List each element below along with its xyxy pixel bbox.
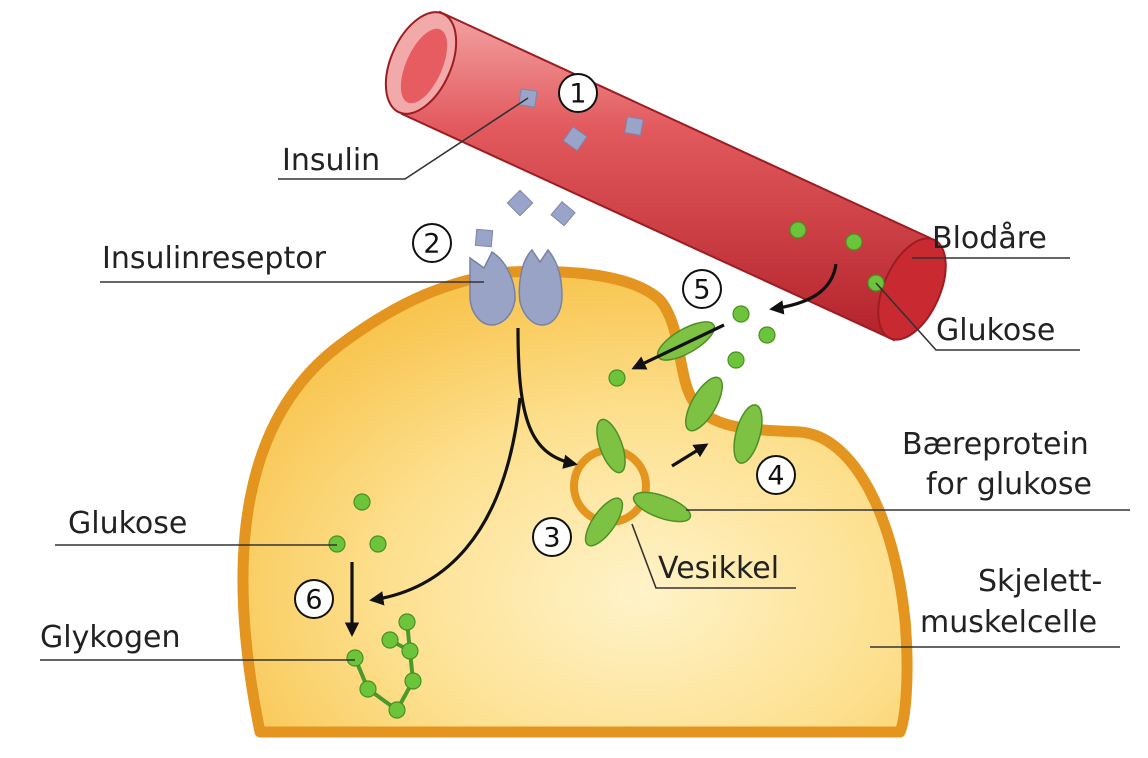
svg-text:4: 4 — [767, 461, 784, 492]
insulin-molecules — [474, 88, 644, 248]
label-skjelett-line2: muskelcelle — [920, 605, 1097, 640]
leader-lines — [40, 97, 1130, 661]
label-glukose-blood: Glukose — [936, 313, 1055, 348]
arrow-vessel-to-membrane — [769, 263, 838, 315]
carrier-proteins — [584, 321, 763, 547]
label-baereprotein-line1: Bæreprotein — [902, 427, 1089, 462]
arrow-glucose-into-cell — [631, 323, 725, 370]
process-arrows — [344, 263, 838, 637]
svg-text:3: 3 — [543, 523, 560, 554]
label-baereprotein-line2: for glukose — [926, 467, 1092, 502]
step-marker-4: 4 — [756, 455, 796, 495]
label-blodare: Blodåre — [932, 221, 1047, 256]
arrow-receptor-to-vesicle — [516, 327, 578, 469]
label-insulinreseptor: Insulinreseptor — [102, 241, 327, 276]
label-glukose-cell: Glukose — [68, 506, 187, 541]
svg-text:6: 6 — [305, 585, 322, 616]
svg-text:5: 5 — [693, 275, 710, 306]
step-marker-1: 1 — [558, 73, 598, 113]
step-marker-5: 5 — [682, 269, 722, 309]
glycogen-chain — [346, 613, 422, 719]
svg-text:1: 1 — [569, 79, 586, 110]
label-insulin: Insulin — [282, 143, 380, 178]
svg-text:2: 2 — [423, 229, 440, 260]
arrow-receptor-to-glycogen — [369, 397, 522, 606]
glucose-molecules — [328, 221, 885, 553]
label-skjelett-line1: Skjelett- — [978, 564, 1102, 599]
arrow-vesicle-to-membrane — [671, 443, 709, 468]
insulin-receptor — [469, 248, 563, 326]
label-vesikkel: Vesikkel — [658, 551, 779, 586]
label-glykogen: Glykogen — [40, 620, 181, 655]
step-marker-6: 6 — [294, 579, 334, 619]
step-marker-3: 3 — [532, 517, 572, 557]
step-marker-2: 2 — [412, 223, 452, 263]
